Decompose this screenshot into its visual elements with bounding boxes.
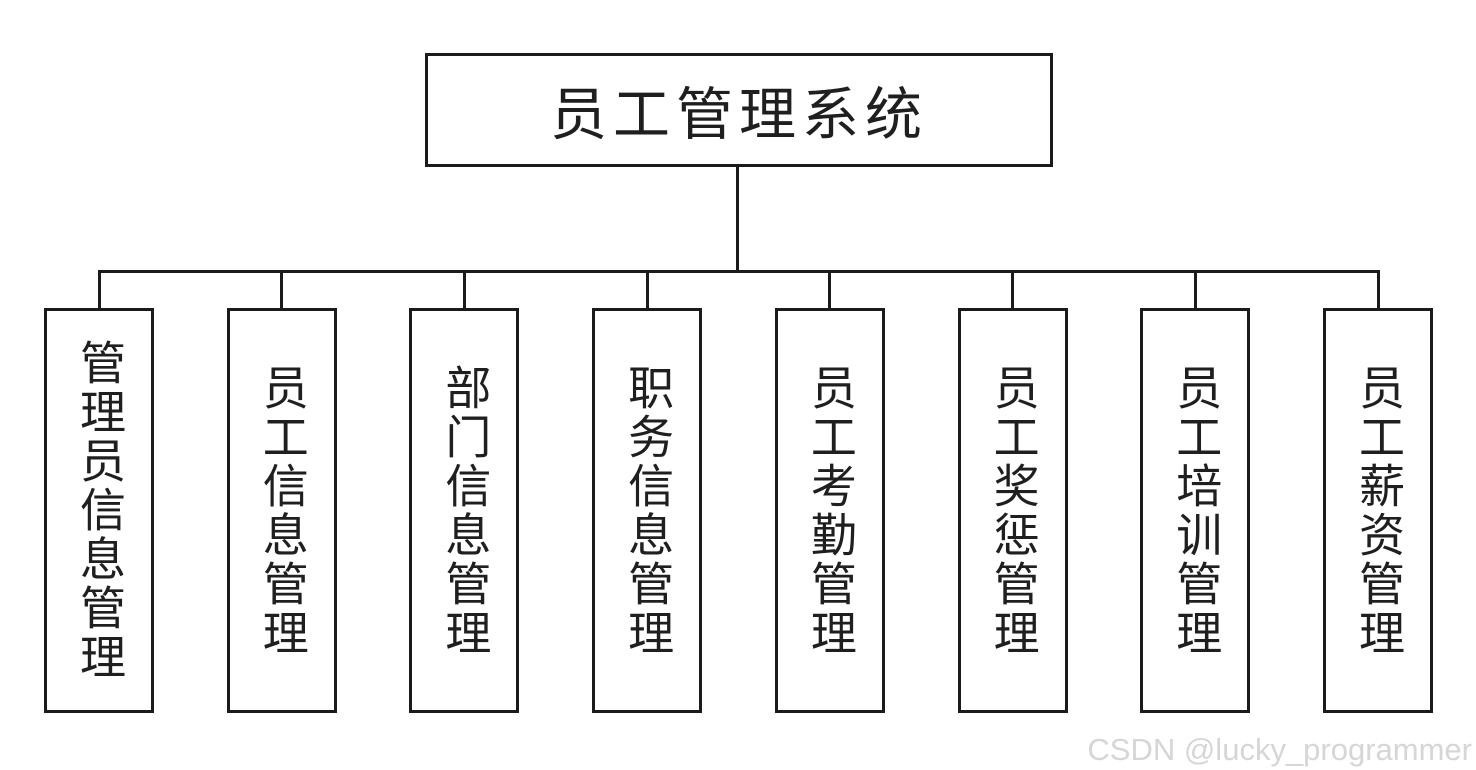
child-node-label: 员工奖惩管理 xyxy=(987,363,1039,658)
child-node-label: 部门信息管理 xyxy=(439,363,491,658)
child-node: 部门信息管理 xyxy=(409,308,520,713)
child-node: 职务信息管理 xyxy=(592,308,703,713)
child-node-label: 员工薪资管理 xyxy=(1353,363,1404,658)
connector-drop xyxy=(1011,270,1015,310)
child-node: 员工考勤管理 xyxy=(774,308,885,713)
child-node-label: 管理员信息管理 xyxy=(74,339,125,682)
child-node: 管理员信息管理 xyxy=(44,308,154,713)
child-node: 员工奖惩管理 xyxy=(957,308,1068,713)
root-node: 员工管理系统 xyxy=(425,53,1053,167)
child-node: 员工培训管理 xyxy=(1140,308,1251,713)
child-node: 员工信息管理 xyxy=(226,308,337,713)
watermark: CSDN @lucky_programmer xyxy=(1087,732,1472,767)
connector-bar xyxy=(99,270,1380,273)
child-node-label: 职务信息管理 xyxy=(622,363,674,658)
connector-drop xyxy=(462,270,466,310)
root-node-label: 员工管理系统 xyxy=(550,84,928,147)
connector-drop xyxy=(280,270,284,310)
connector-drop xyxy=(97,270,101,310)
connector-drop xyxy=(645,270,649,310)
connector-stem xyxy=(736,166,739,272)
child-node: 员工薪资管理 xyxy=(1323,308,1433,713)
child-node-label: 员工培训管理 xyxy=(1170,363,1222,658)
connector-drop xyxy=(1193,270,1197,310)
connector-drop xyxy=(828,270,832,310)
child-node-label: 员工考勤管理 xyxy=(804,363,856,658)
child-node-label: 员工信息管理 xyxy=(256,363,308,658)
connector-drop xyxy=(1376,270,1380,310)
